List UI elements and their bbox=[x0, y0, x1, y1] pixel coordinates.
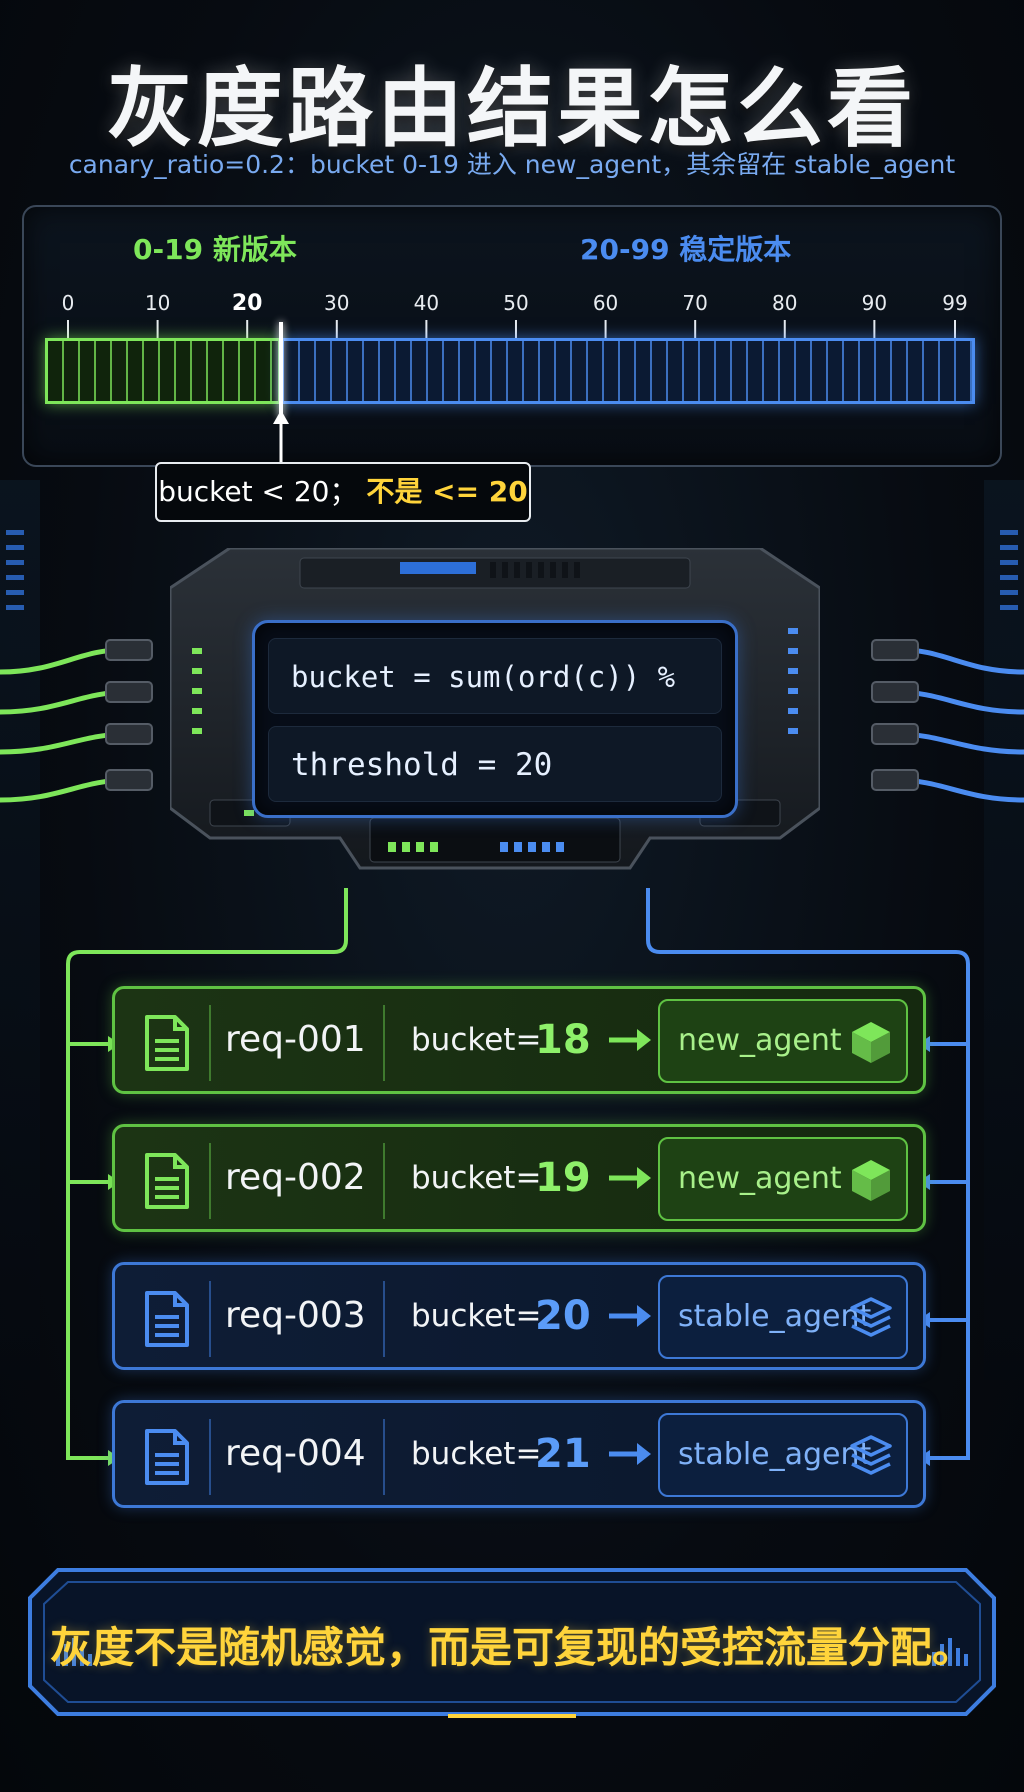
agent-name: stable_agent bbox=[678, 1299, 872, 1334]
tick-label: 10 bbox=[144, 291, 171, 315]
row-divider bbox=[209, 1005, 211, 1081]
tick-label: 99 bbox=[942, 291, 968, 315]
document-icon bbox=[141, 1151, 193, 1211]
request-row: req-003 bucket= 20 stable_agent bbox=[112, 1262, 926, 1370]
cube-icon bbox=[848, 1157, 894, 1203]
row-divider bbox=[383, 1143, 385, 1219]
right-arrow-icon bbox=[607, 1301, 653, 1331]
request-id: req-003 bbox=[225, 1295, 366, 1336]
bucket-formula: bucket = sum(ord(c)) % 100 bbox=[268, 638, 722, 770]
tick-label: 0 bbox=[61, 291, 75, 315]
bucket-value: 18 bbox=[535, 1017, 591, 1063]
request-id: req-001 bbox=[225, 1019, 366, 1060]
tick-label: 90 bbox=[861, 291, 888, 315]
tick-label: 20 bbox=[231, 291, 263, 316]
up-arrow-icon bbox=[273, 410, 289, 468]
document-icon bbox=[141, 1427, 193, 1487]
tick-label: 70 bbox=[682, 291, 708, 315]
request-row: req-002 bucket= 19 new_agent bbox=[112, 1124, 926, 1232]
threshold-formula: threshold = 20 bbox=[268, 726, 722, 802]
request-row: req-001 bucket= 18 new_agent bbox=[112, 986, 926, 1094]
bucket-label: bucket= bbox=[411, 1436, 542, 1472]
right-arrow-icon bbox=[607, 1439, 653, 1469]
row-divider bbox=[383, 1281, 385, 1357]
condition-text: bucket < 20； bbox=[158, 475, 358, 508]
stable-version-range-label: 20-99 稳定版本 bbox=[580, 233, 792, 266]
request-row: req-004 bucket= 21 stable_agent bbox=[112, 1400, 926, 1508]
row-divider bbox=[383, 1005, 385, 1081]
condition-callout: bucket < 20； 不是 <= 20 bbox=[155, 462, 531, 522]
condition-note: 不是 <= 20 bbox=[366, 475, 528, 508]
agent-name: new_agent bbox=[678, 1023, 842, 1058]
agent-name: new_agent bbox=[678, 1161, 842, 1196]
target-agent-badge: new_agent bbox=[658, 999, 908, 1083]
page-subtitle: canary_ratio=0.2：bucket 0-19 进入 new_agen… bbox=[68, 150, 956, 179]
target-agent-badge: stable_agent bbox=[658, 1275, 908, 1359]
new-version-bar bbox=[45, 338, 281, 404]
tick-label: 80 bbox=[772, 291, 798, 315]
layers-icon bbox=[848, 1295, 894, 1341]
agent-name: stable_agent bbox=[678, 1437, 872, 1472]
request-id: req-004 bbox=[225, 1433, 366, 1474]
bucket-label: bucket= bbox=[411, 1022, 542, 1058]
row-divider bbox=[209, 1281, 211, 1357]
tick-label: 60 bbox=[592, 291, 619, 315]
stable-version-bar bbox=[281, 338, 975, 404]
tick-label: 30 bbox=[324, 291, 350, 315]
bucket-value: 21 bbox=[535, 1431, 591, 1477]
target-agent-badge: stable_agent bbox=[658, 1413, 908, 1497]
right-arrow-icon bbox=[607, 1025, 653, 1055]
tick-label: 40 bbox=[413, 291, 440, 315]
request-id: req-002 bbox=[225, 1157, 366, 1198]
right-arrow-icon bbox=[607, 1163, 653, 1193]
bucket-value: 20 bbox=[535, 1293, 591, 1339]
tick-marks bbox=[67, 320, 956, 340]
cube-icon bbox=[848, 1019, 894, 1065]
summary-panel bbox=[28, 1568, 996, 1718]
bucket-label: bucket= bbox=[411, 1160, 542, 1196]
document-icon bbox=[141, 1013, 193, 1073]
document-icon bbox=[141, 1289, 193, 1349]
target-agent-badge: new_agent bbox=[658, 1137, 908, 1221]
summary-text: 灰度不是随机感觉，而是可复现的受控流量分配。 bbox=[49, 1623, 974, 1672]
row-divider bbox=[209, 1143, 211, 1219]
row-divider bbox=[383, 1419, 385, 1495]
tick-label: 50 bbox=[503, 291, 529, 315]
bucket-value: 19 bbox=[535, 1155, 591, 1201]
new-version-range-label: 0-19 新版本 bbox=[133, 233, 297, 266]
bucket-label: bucket= bbox=[411, 1298, 542, 1334]
row-divider bbox=[209, 1419, 211, 1495]
page-title: 灰度路由结果怎么看 bbox=[107, 59, 917, 159]
threshold-marker bbox=[279, 322, 283, 418]
layers-icon bbox=[848, 1433, 894, 1479]
bucket-range-panel bbox=[22, 205, 1002, 467]
